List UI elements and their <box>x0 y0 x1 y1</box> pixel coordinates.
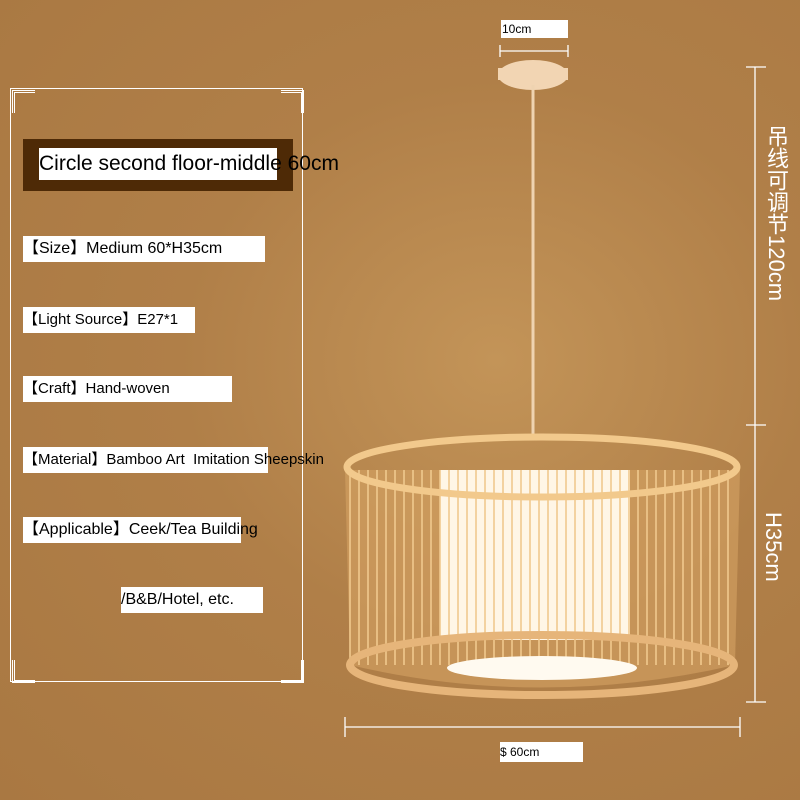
light-opening <box>447 656 637 680</box>
spec-box <box>23 307 195 333</box>
height-dimension-label: H35cm <box>761 512 786 582</box>
spec-applicable: 【Applicable】Ceek/Tea Building <box>23 517 258 543</box>
spec-value: Bamboo Art Imitation Sheepskin <box>106 451 324 468</box>
spec-value: Medium 60*H35cm <box>86 240 223 257</box>
frame-corner-icon <box>12 90 35 113</box>
cord-length-label: 吊线可调节120cm <box>764 125 789 302</box>
decorative-frame <box>10 88 303 682</box>
spec-material: 【Material】Bamboo Art Imitation Sheepskin <box>23 447 324 473</box>
title-highlight <box>39 148 277 180</box>
spec-value: E27*1 <box>137 311 179 328</box>
canopy-dimension-label: 10cm <box>501 20 568 38</box>
dimension-lines <box>344 45 766 737</box>
frame-corner-icon <box>281 660 304 683</box>
spec-label: 【Size】 <box>23 240 87 257</box>
spec-box <box>121 587 263 613</box>
spec-label: 【Applicable】 <box>23 521 129 538</box>
spec-value: Hand-woven <box>85 380 170 397</box>
frame-corner-icon <box>12 660 35 683</box>
spec-box <box>23 236 265 262</box>
spec-value: Ceek/Tea Building <box>128 521 258 538</box>
spec-label: 【Craft】 <box>23 380 86 397</box>
spec-label: 【Material】 <box>23 451 107 468</box>
spec-box <box>23 376 232 402</box>
spec-box <box>23 447 268 473</box>
spec-applicable-continued: /B&B/Hotel, etc. <box>121 591 234 608</box>
spec-craft: 【Craft】Hand-woven <box>23 376 170 402</box>
diameter-dimension-label: $ 60cm <box>500 742 583 762</box>
frame-corner-icon <box>281 90 304 113</box>
lampshade-top-rim <box>343 433 741 501</box>
spec-light-source: 【Light Source】E27*1 <box>23 307 178 333</box>
product-title: Circle second floor-middle 60cm <box>39 152 339 175</box>
spec-label: 【Light Source】 <box>23 311 138 328</box>
spec-box <box>23 517 241 543</box>
spec-size: 【Size】Medium 60*H35cm <box>23 236 222 262</box>
lampshade-bottom-rim <box>346 631 738 699</box>
